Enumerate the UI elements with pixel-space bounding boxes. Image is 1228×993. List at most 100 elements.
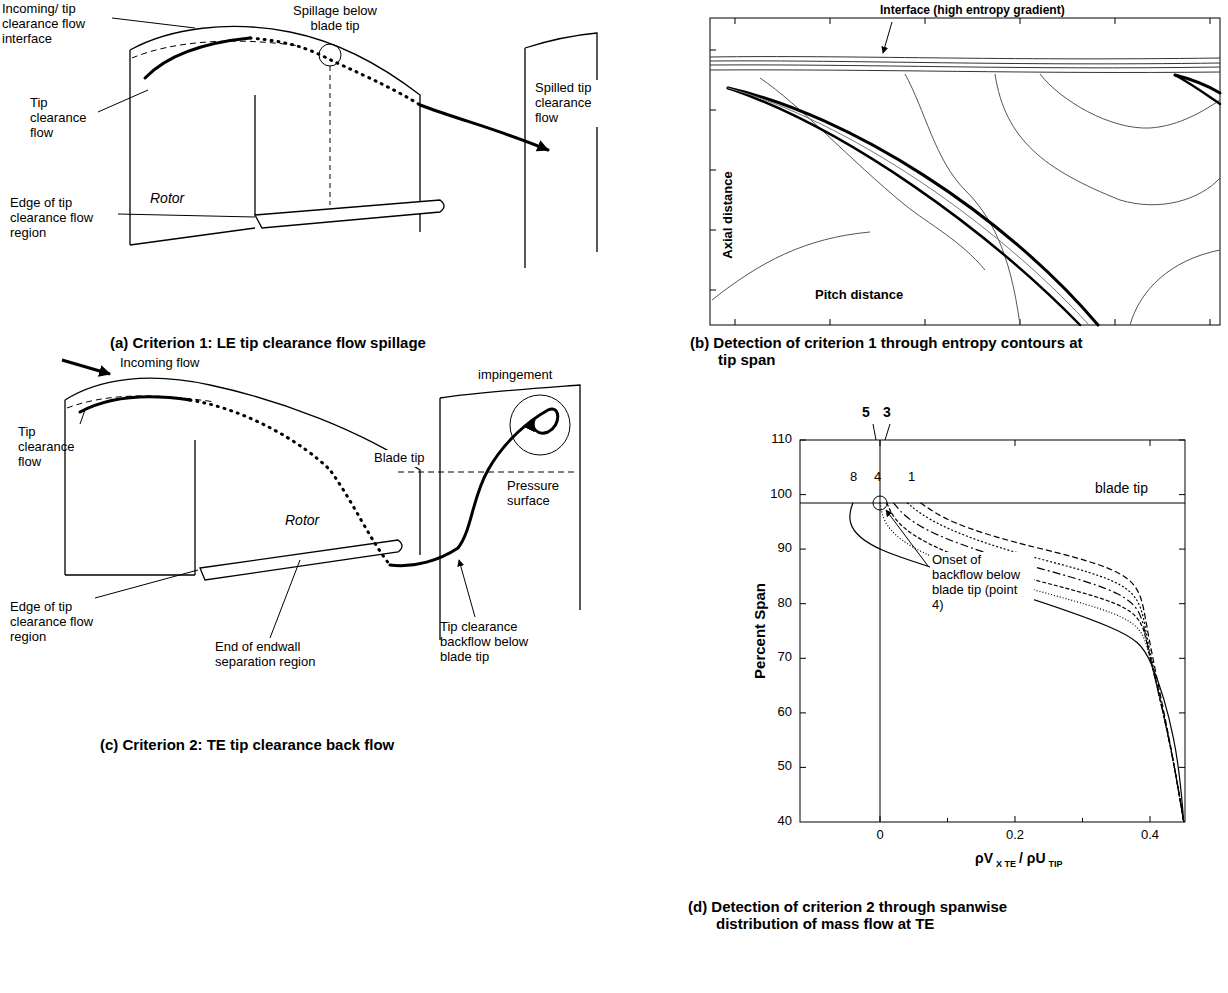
- plot-axes: [880, 440, 1150, 822]
- rotor-blade-c: [65, 378, 580, 640]
- rotor-blade-c: [200, 540, 402, 580]
- incoming-flow-arrow: [62, 360, 110, 374]
- blade-section: [728, 75, 1220, 325]
- entropy-contours: [905, 74, 1020, 325]
- axis-title: Axial distance: [721, 171, 736, 258]
- flow-label: Tip clearance backflow below blade tip: [440, 620, 560, 665]
- annotation: Onset of backflow below blade tip (point…: [930, 552, 1034, 614]
- leader-line: [98, 18, 255, 217]
- tick-label: 100: [752, 487, 792, 502]
- tick-label: 50: [752, 759, 792, 774]
- panel-caption: (b) Detection of criterion 1 through ent…: [690, 334, 1090, 369]
- flow-label: Spilled tip clearance flow: [533, 80, 599, 127]
- tip-clearance-flow: [145, 38, 548, 150]
- flow-label: Incoming flow: [120, 356, 199, 371]
- flow-label: End of endwall separation region: [215, 640, 335, 670]
- rotor-blade-c: [65, 378, 420, 555]
- leader-arrow: [883, 22, 892, 53]
- span-profile-curve: [887, 503, 1184, 822]
- incoming-flow-arrow: [62, 360, 110, 374]
- annotation: blade tip: [1095, 480, 1148, 496]
- plot-axes: [800, 440, 1185, 767]
- rotor-blade-a: [130, 26, 420, 232]
- interface-contours: [710, 57, 1220, 73]
- plot-axes: [873, 424, 890, 440]
- edge-dashes: [510, 395, 570, 455]
- entropy-plot-frame: [710, 18, 1220, 325]
- entropy-contours: [1130, 250, 1220, 325]
- rotor-blade-a: [130, 228, 255, 245]
- rotor-blade-a: [130, 26, 597, 268]
- tick-label: 0: [860, 828, 900, 843]
- axis-title: TIP: [1049, 859, 1063, 869]
- leader-line: [118, 214, 255, 217]
- tip-clearance-backflow: [190, 400, 390, 565]
- flow-label: Tip clearance flow: [30, 96, 100, 141]
- blade-section: [728, 88, 1098, 325]
- plot-axes: [800, 440, 1185, 822]
- flow-label: Incoming/ tip clearance flow interface: [2, 2, 114, 47]
- interface-contours: [710, 70, 1220, 73]
- interface-line: [132, 41, 341, 205]
- tip-clearance-flow: [250, 38, 420, 105]
- leader-arrow: [883, 22, 892, 53]
- leader-line: [95, 570, 198, 598]
- flow-label: Edge of tip clearance flow region: [10, 196, 120, 241]
- rotor-blade-c: [440, 385, 580, 640]
- leader-line: [80, 410, 475, 638]
- blade-section: [1175, 75, 1220, 104]
- tick-label: 40: [752, 814, 792, 829]
- plot-axes: [800, 424, 1185, 822]
- flow-label: impingement: [478, 368, 552, 383]
- curve-number: 3: [883, 404, 891, 420]
- blade-section: [728, 88, 1089, 325]
- tick-label: 0.4: [1130, 828, 1170, 843]
- interface-line: [330, 66, 331, 205]
- part-label: Pressure surface: [505, 478, 579, 510]
- tick-label: 60: [752, 705, 792, 720]
- interface-contours: [710, 65, 1220, 68]
- flow-label: Tip clearance flow: [18, 425, 80, 470]
- span-profile-curve: [921, 503, 1184, 822]
- plot-axes: [800, 503, 1185, 504]
- rotor-blade-a: [525, 33, 597, 268]
- edge-dashes: [67, 395, 578, 472]
- axis-title: ρV: [975, 850, 993, 866]
- part-label: Rotor: [285, 512, 319, 528]
- leader-line: [80, 410, 85, 424]
- span-profile-curve: [907, 503, 1184, 822]
- entropy-plot-frame: [710, 18, 1220, 325]
- tick-label: 90: [752, 541, 792, 556]
- part-label: Rotor: [150, 190, 184, 206]
- panel-caption: (a) Criterion 1: LE tip clearance flow s…: [110, 334, 426, 351]
- rotor-blade-a: [255, 200, 444, 228]
- blade-section: [728, 88, 1080, 325]
- tick-label: 110: [752, 432, 792, 447]
- part-label: Blade tip: [372, 450, 427, 467]
- flow-label: Spillage below blade tip: [285, 4, 385, 34]
- rotor-blade-a: [254, 95, 255, 215]
- curve-number: 8: [850, 470, 857, 485]
- span-profile-curves: [850, 503, 1184, 822]
- flow-label: Edge of tip clearance flow region: [10, 600, 120, 645]
- axis-title: Pitch distance: [815, 288, 903, 303]
- axis-title: Percent Span: [751, 583, 768, 679]
- rotor-blade-c: [65, 574, 195, 575]
- leader-line: [112, 18, 195, 28]
- plot-axes: [880, 440, 881, 822]
- rotor-blade-c: [194, 440, 195, 575]
- tip-clearance-flow: [145, 38, 250, 78]
- curve-number: 5: [862, 404, 870, 420]
- axis-title: / ρU: [1019, 850, 1046, 866]
- panel-caption: (c) Criterion 2: TE tip clearance back f…: [100, 736, 394, 753]
- span-profile-curve: [850, 503, 1184, 822]
- entropy-contours: [712, 74, 1220, 325]
- curve-number: 1: [908, 470, 915, 485]
- entropy-contours: [1040, 74, 1220, 128]
- annotation: Interface (high entropy gradient): [880, 4, 1065, 18]
- leader-line: [459, 560, 475, 617]
- leader-line: [270, 560, 300, 638]
- curve-number: 4: [874, 470, 881, 485]
